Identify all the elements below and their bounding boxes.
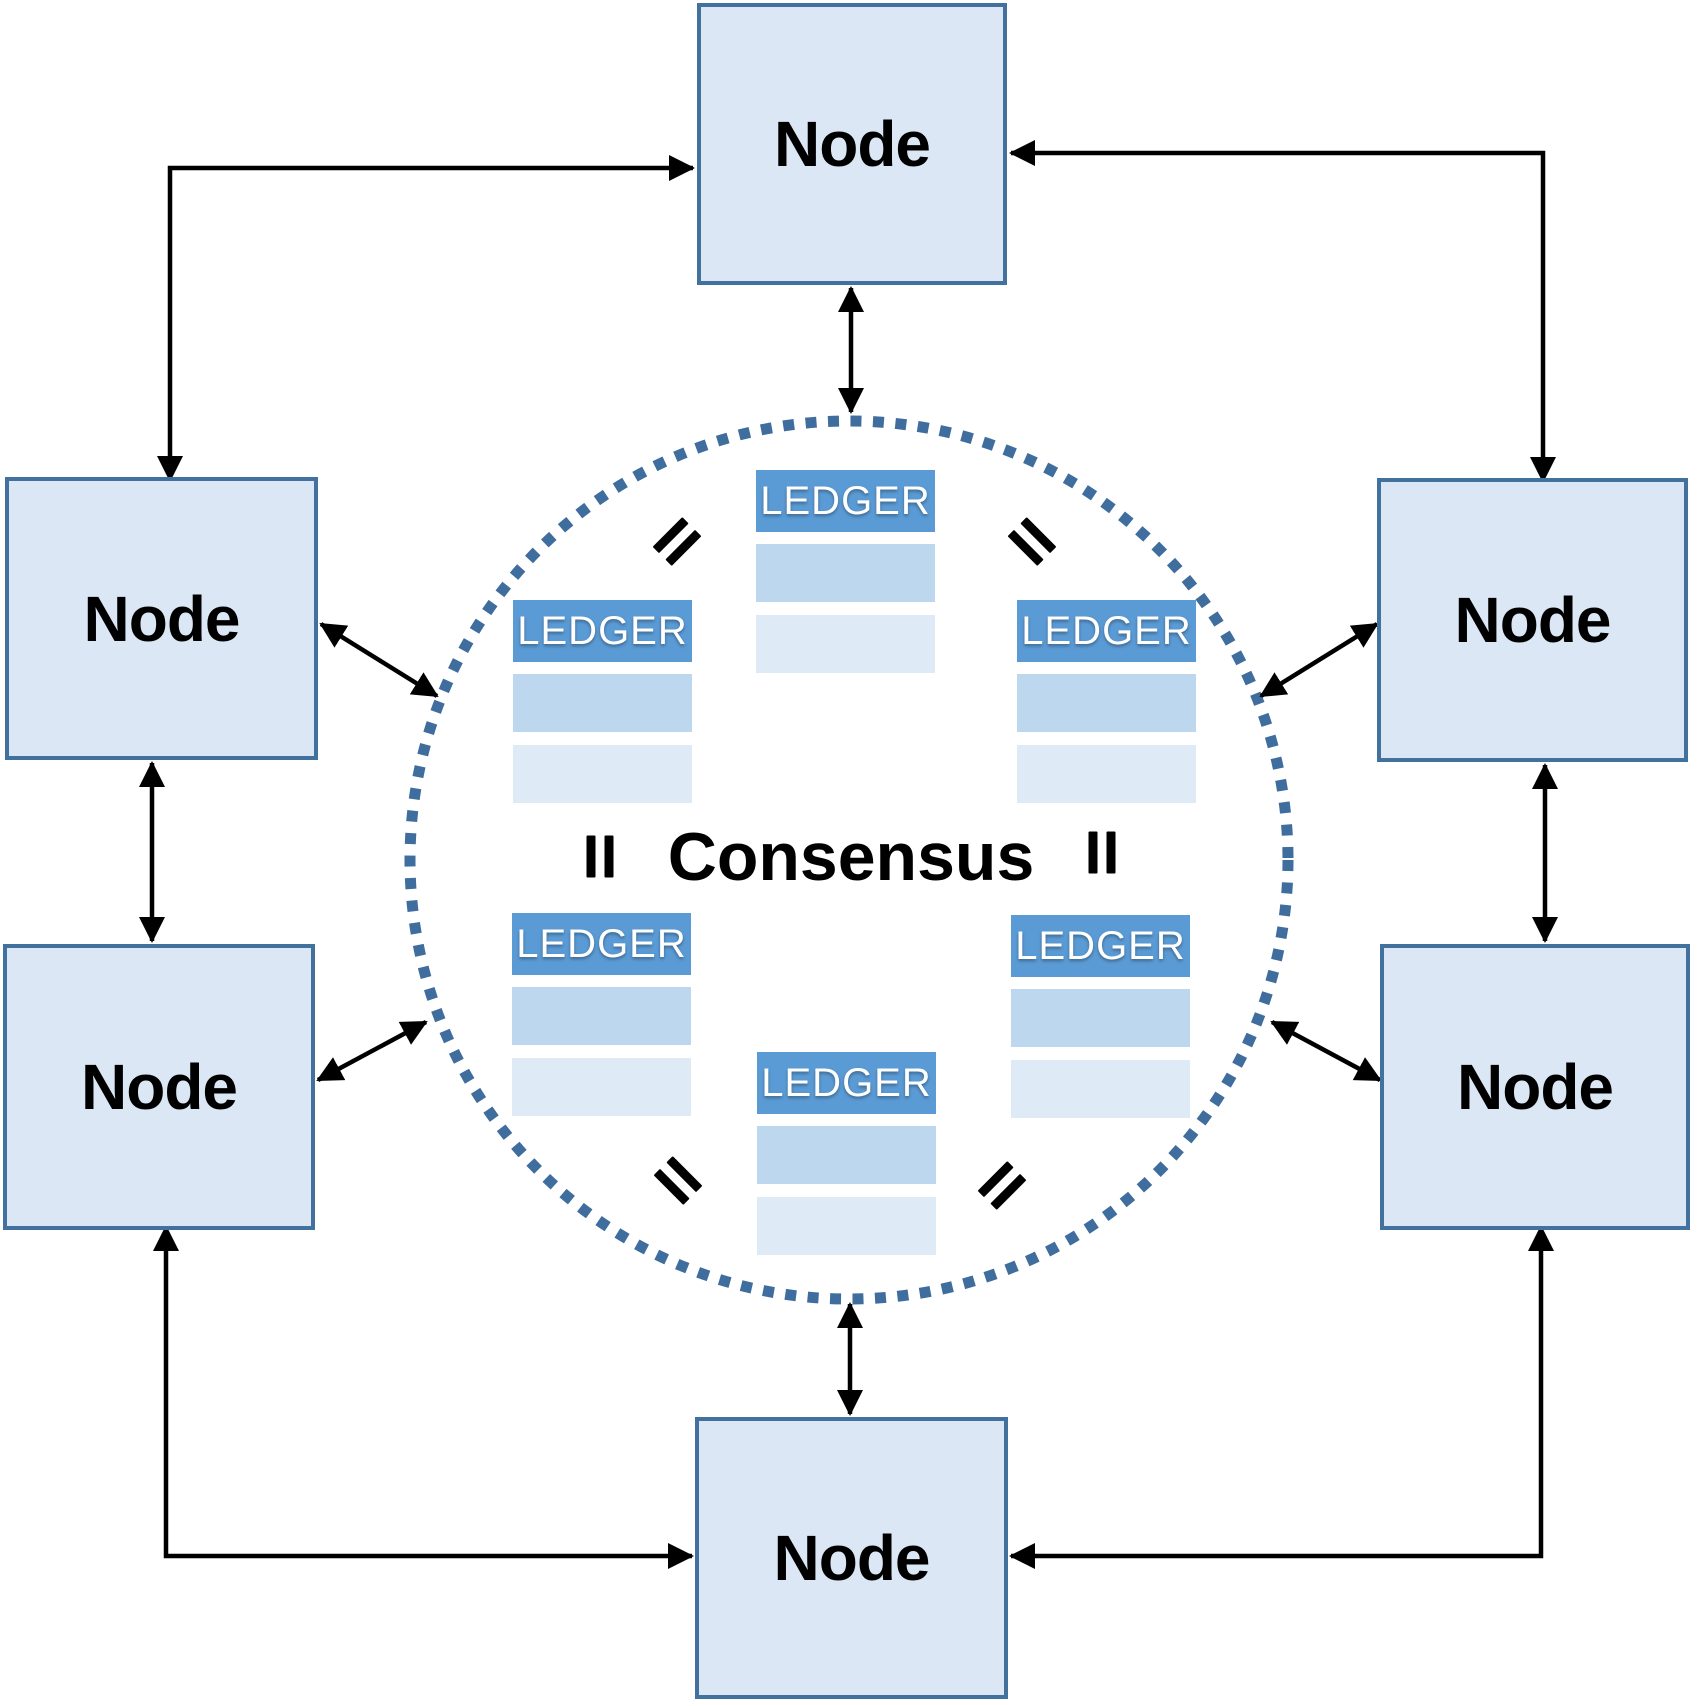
equals-bar	[586, 835, 596, 878]
ledger-header: LEDGER	[512, 913, 691, 975]
node-box-bottom: Node	[695, 1417, 1008, 1699]
node-box-right-bottom: Node	[1380, 944, 1690, 1230]
ledger-row	[1011, 1060, 1190, 1118]
arrow-left-bottom-diagonal	[316, 1020, 428, 1082]
arrow-elbow-top-right	[1009, 140, 1556, 483]
ledger-row	[513, 674, 692, 732]
ledger-row	[757, 1126, 936, 1184]
ledger-row	[1011, 989, 1190, 1047]
equals-icon	[586, 835, 614, 878]
ledger-row	[512, 1058, 691, 1116]
ledger-row	[513, 745, 692, 803]
consensus-label: Consensus	[667, 819, 1035, 895]
ledger-row	[756, 615, 935, 673]
arrow-right-bottom-diagonal	[1270, 1020, 1382, 1082]
arrow-elbow-bottom-left	[153, 1225, 694, 1569]
ledger-header: LEDGER	[1011, 915, 1190, 977]
ledger-header: LEDGER	[757, 1052, 936, 1114]
ledger-row	[1017, 674, 1196, 732]
ledger-row	[512, 987, 691, 1045]
node-box-right-top: Node	[1377, 478, 1688, 762]
ledger-table-mid-right: LEDGER	[1017, 600, 1196, 803]
node-box-left-top: Node	[5, 477, 318, 760]
ledger-table-lower-left: LEDGER	[512, 913, 691, 1116]
arrow-right-top-diagonal	[1259, 622, 1379, 698]
ledger-table-bottom-center: LEDGER	[757, 1052, 936, 1255]
arrow-left-top-diagonal	[319, 622, 439, 698]
ledger-header: LEDGER	[756, 470, 935, 532]
ledger-header: LEDGER	[513, 600, 692, 662]
ledger-table-top-center: LEDGER	[756, 470, 935, 673]
equals-bar	[1106, 831, 1116, 874]
equals-icon	[1088, 831, 1116, 874]
node-box-left-bottom: Node	[3, 944, 315, 1230]
ledger-row	[1017, 745, 1196, 803]
equals-bar	[604, 835, 614, 878]
ledger-row	[757, 1197, 936, 1255]
ledger-table-lower-right: LEDGER	[1011, 915, 1190, 1118]
node-box-top: Node	[697, 3, 1007, 285]
arrow-elbow-top-left	[157, 155, 695, 482]
consensus-boundary-circle	[404, 415, 1294, 1305]
ledger-header: LEDGER	[1017, 600, 1196, 662]
arrow-elbow-bottom-right	[1009, 1225, 1554, 1569]
equals-bar	[1088, 831, 1098, 874]
ledger-table-mid-left: LEDGER	[513, 600, 692, 803]
ledger-row	[756, 544, 935, 602]
